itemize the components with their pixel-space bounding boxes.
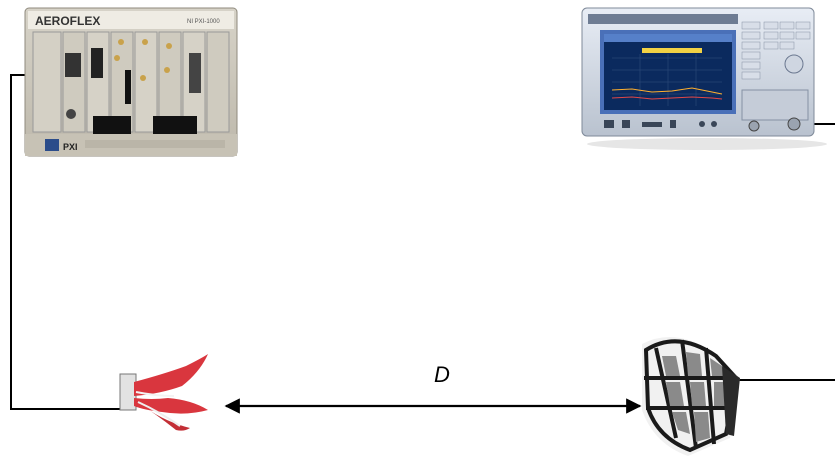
pxi-model-text: NI PXI-1000	[187, 19, 220, 25]
vivaldi-antenna-icon	[119, 354, 208, 431]
cable-analyzer-to-rx-antenna	[738, 123, 835, 381]
pxi-chassis-icon: AEROFLEX NI PXI-1000	[24, 7, 238, 157]
spectrum-analyzer-icon	[581, 7, 827, 150]
pxi-brand-text: AEROFLEX	[35, 14, 100, 28]
distance-label: D	[434, 362, 450, 387]
horn-array-antenna-icon	[642, 336, 740, 456]
pxi-badge-text: PXI	[63, 142, 78, 152]
